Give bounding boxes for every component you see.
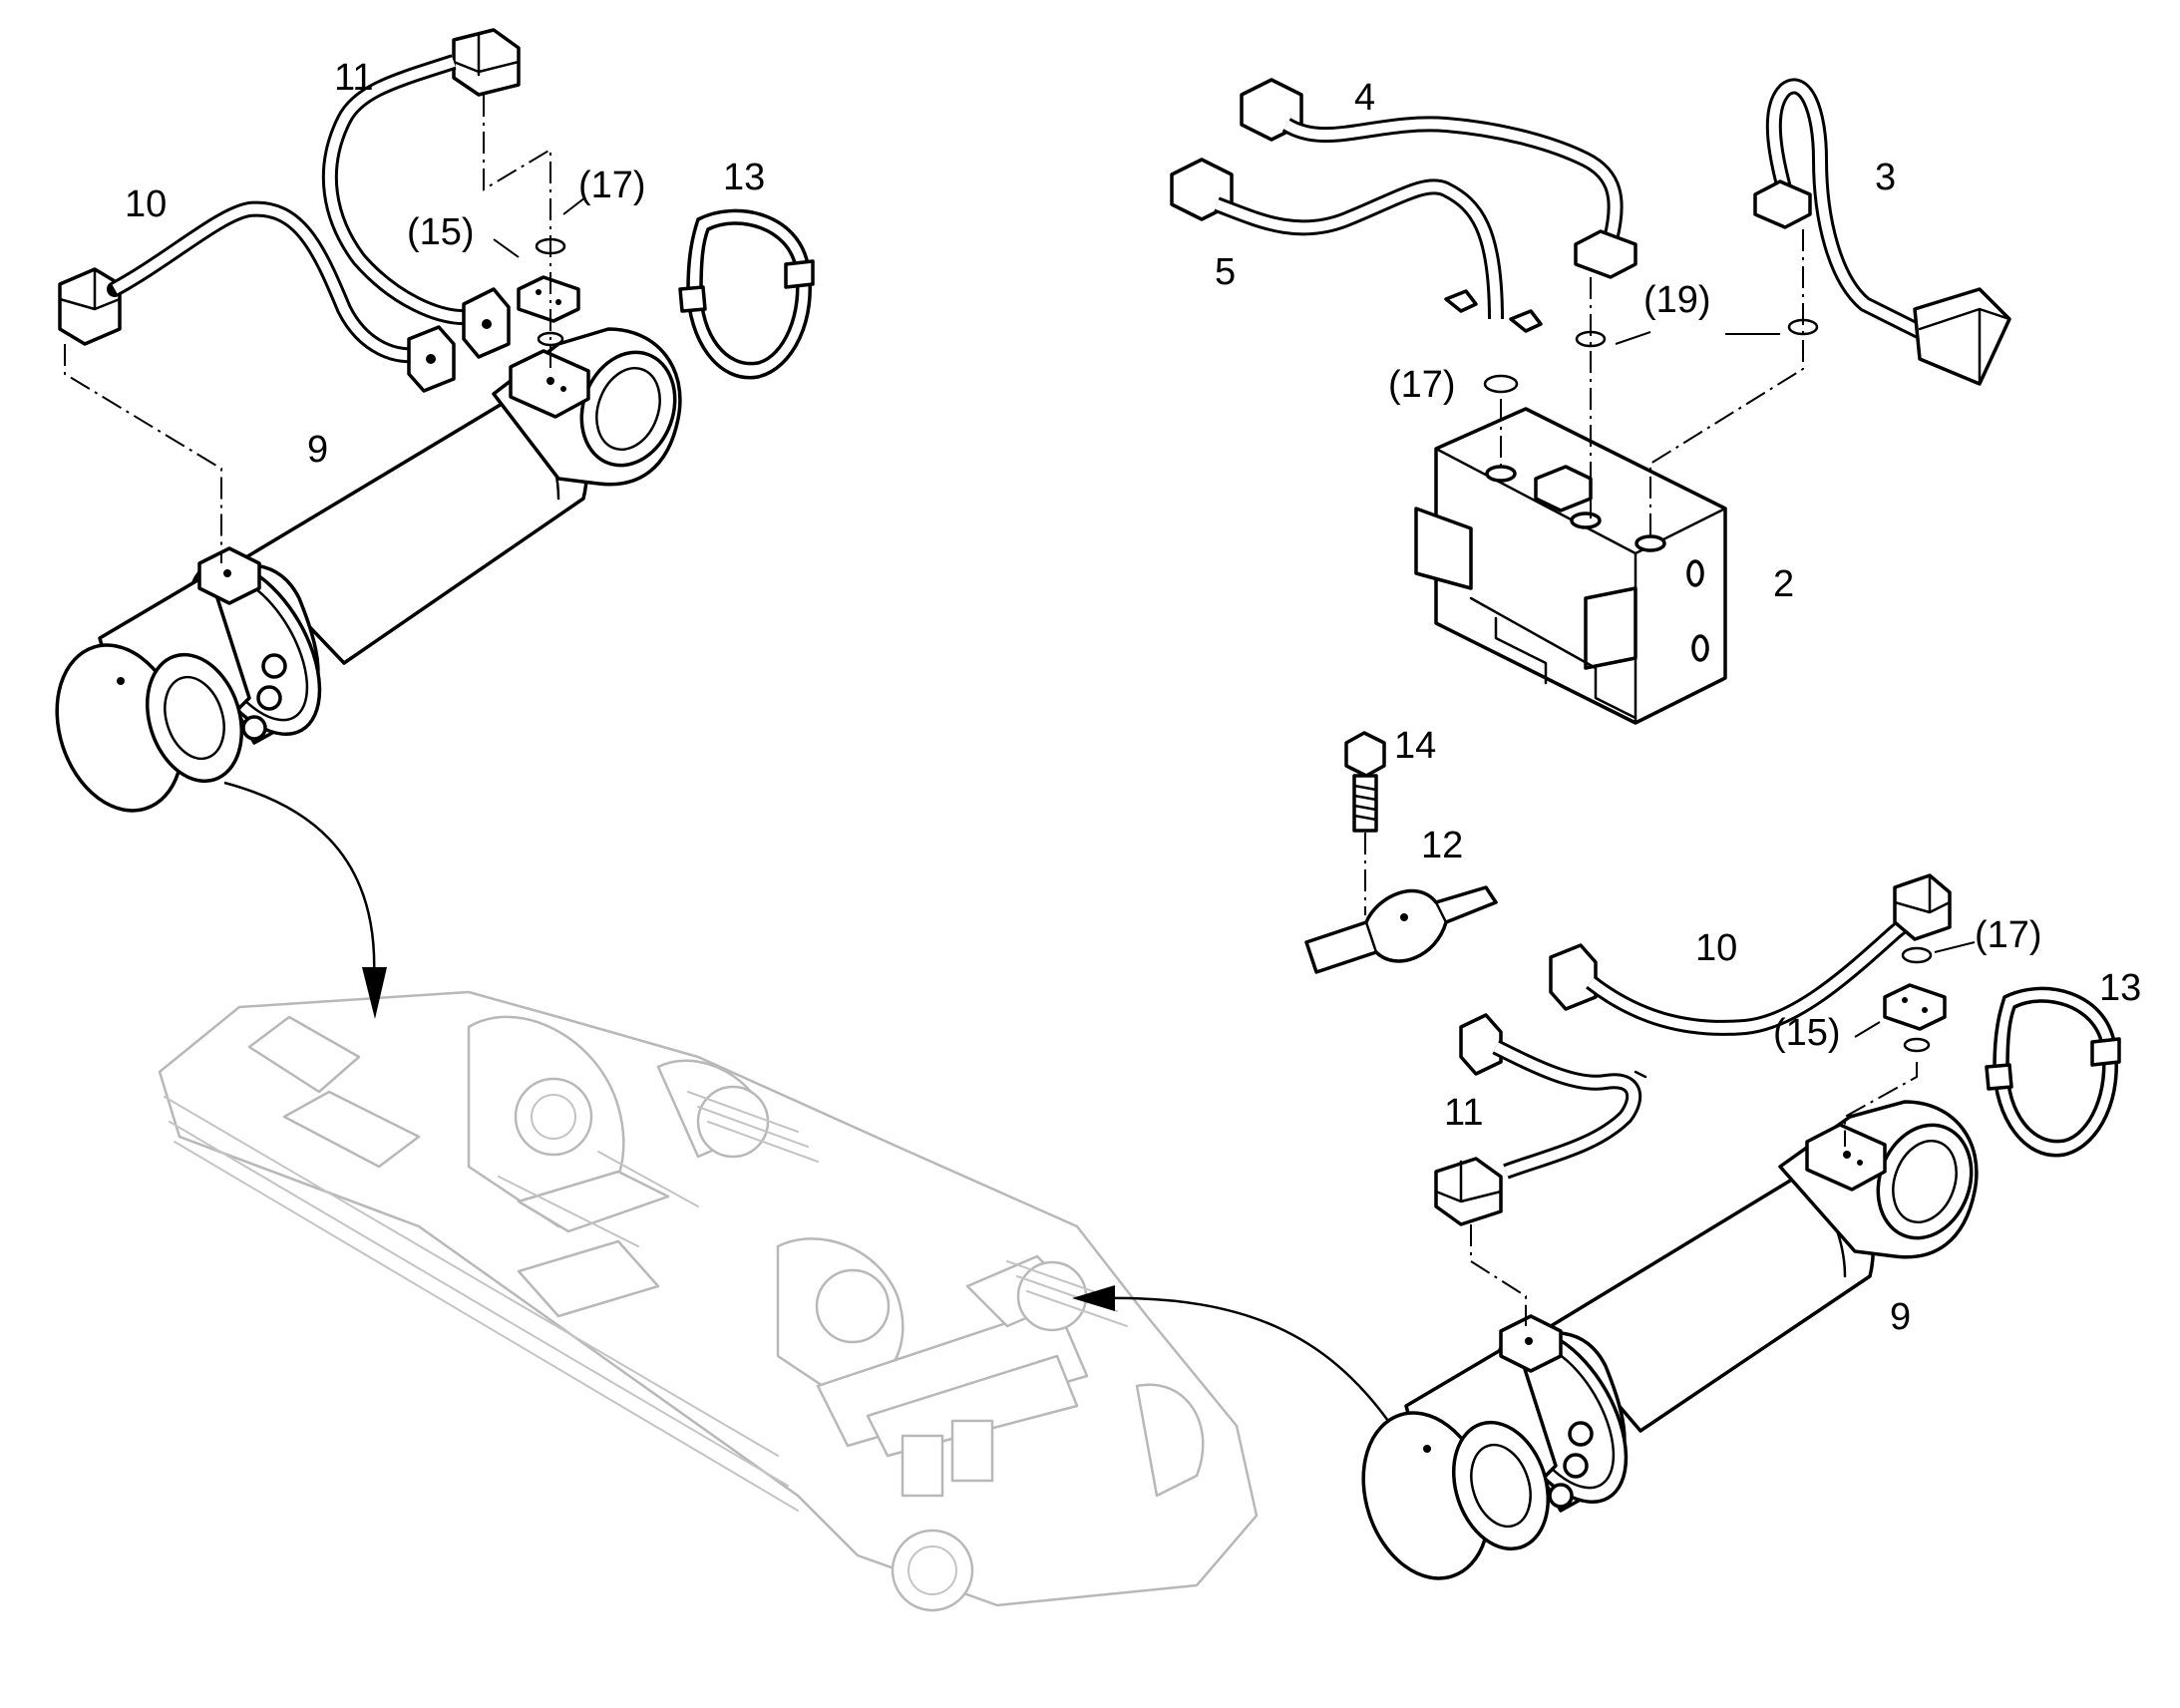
left-hose-10 <box>58 200 456 393</box>
left-cylinder-9 <box>55 327 682 813</box>
label-bracket12: 12 <box>1421 825 1463 866</box>
undercarriage-frame <box>158 990 1259 1612</box>
valve-leaders <box>1615 331 1780 345</box>
label-oring17-right: (17) <box>1975 914 2042 956</box>
left-clamp-13 <box>678 208 815 380</box>
label-hose10-left: 10 <box>125 183 167 225</box>
label-bolt14: 14 <box>1394 725 1436 767</box>
right-flange-15 <box>1883 983 1947 1031</box>
label-cyl-left: 9 <box>307 429 328 471</box>
arrow-right-cylinder-to-frame <box>1072 1285 1390 1422</box>
right-hose-11 <box>1434 1013 1647 1226</box>
left-flange-15 <box>517 275 580 323</box>
label-hose11-left: 11 <box>334 57 373 99</box>
right-o-rings-17 <box>1901 946 1933 1053</box>
valve-o-rings <box>1483 318 1819 394</box>
arrow-left-cylinder-to-frame <box>223 781 387 1019</box>
label-clamp13-left: 13 <box>723 157 765 198</box>
label-flange15-right: (15) <box>1773 1012 1841 1054</box>
bolt-14 <box>1344 731 1386 833</box>
right-leaders <box>1854 941 1976 1038</box>
left-leaders <box>493 196 586 258</box>
bracket-12 <box>1304 885 1498 974</box>
label-clamp13-right: 13 <box>2099 967 2141 1009</box>
right-cylinder-9 <box>1361 1100 1979 1580</box>
label-valve2: 2 <box>1773 563 1794 605</box>
left-hose-11 <box>321 28 521 359</box>
right-hose-10 <box>1549 873 1952 1036</box>
right-dash-lines <box>1470 1062 1918 1326</box>
label-hose10-right: 10 <box>1695 927 1737 969</box>
pipe-5 <box>1170 158 1543 333</box>
label-flange15-left: (15) <box>407 211 475 253</box>
callout-labels: 9 10 11 (15) (17) 13 4 5 3 (19) (17) 2 1… <box>125 57 2141 1338</box>
label-pipe3: 3 <box>1875 157 1896 198</box>
label-pipe5: 5 <box>1215 251 1236 293</box>
label-oring19: (19) <box>1643 279 1711 321</box>
valve-block-2 <box>1414 407 1727 725</box>
label-pipe4: 4 <box>1354 77 1375 119</box>
label-cyl-right: 9 <box>1890 1296 1911 1338</box>
left-dash-lines <box>64 95 551 563</box>
pipe-3 <box>1753 78 2011 386</box>
label-oring17-valve: (17) <box>1388 364 1456 406</box>
valve-dash-lines <box>1500 229 1804 538</box>
label-oring17-left: (17) <box>578 165 646 206</box>
pipe-4 <box>1240 78 1637 279</box>
label-hose11-right: 11 <box>1444 1092 1483 1134</box>
right-clamp-13 <box>1985 986 2121 1158</box>
